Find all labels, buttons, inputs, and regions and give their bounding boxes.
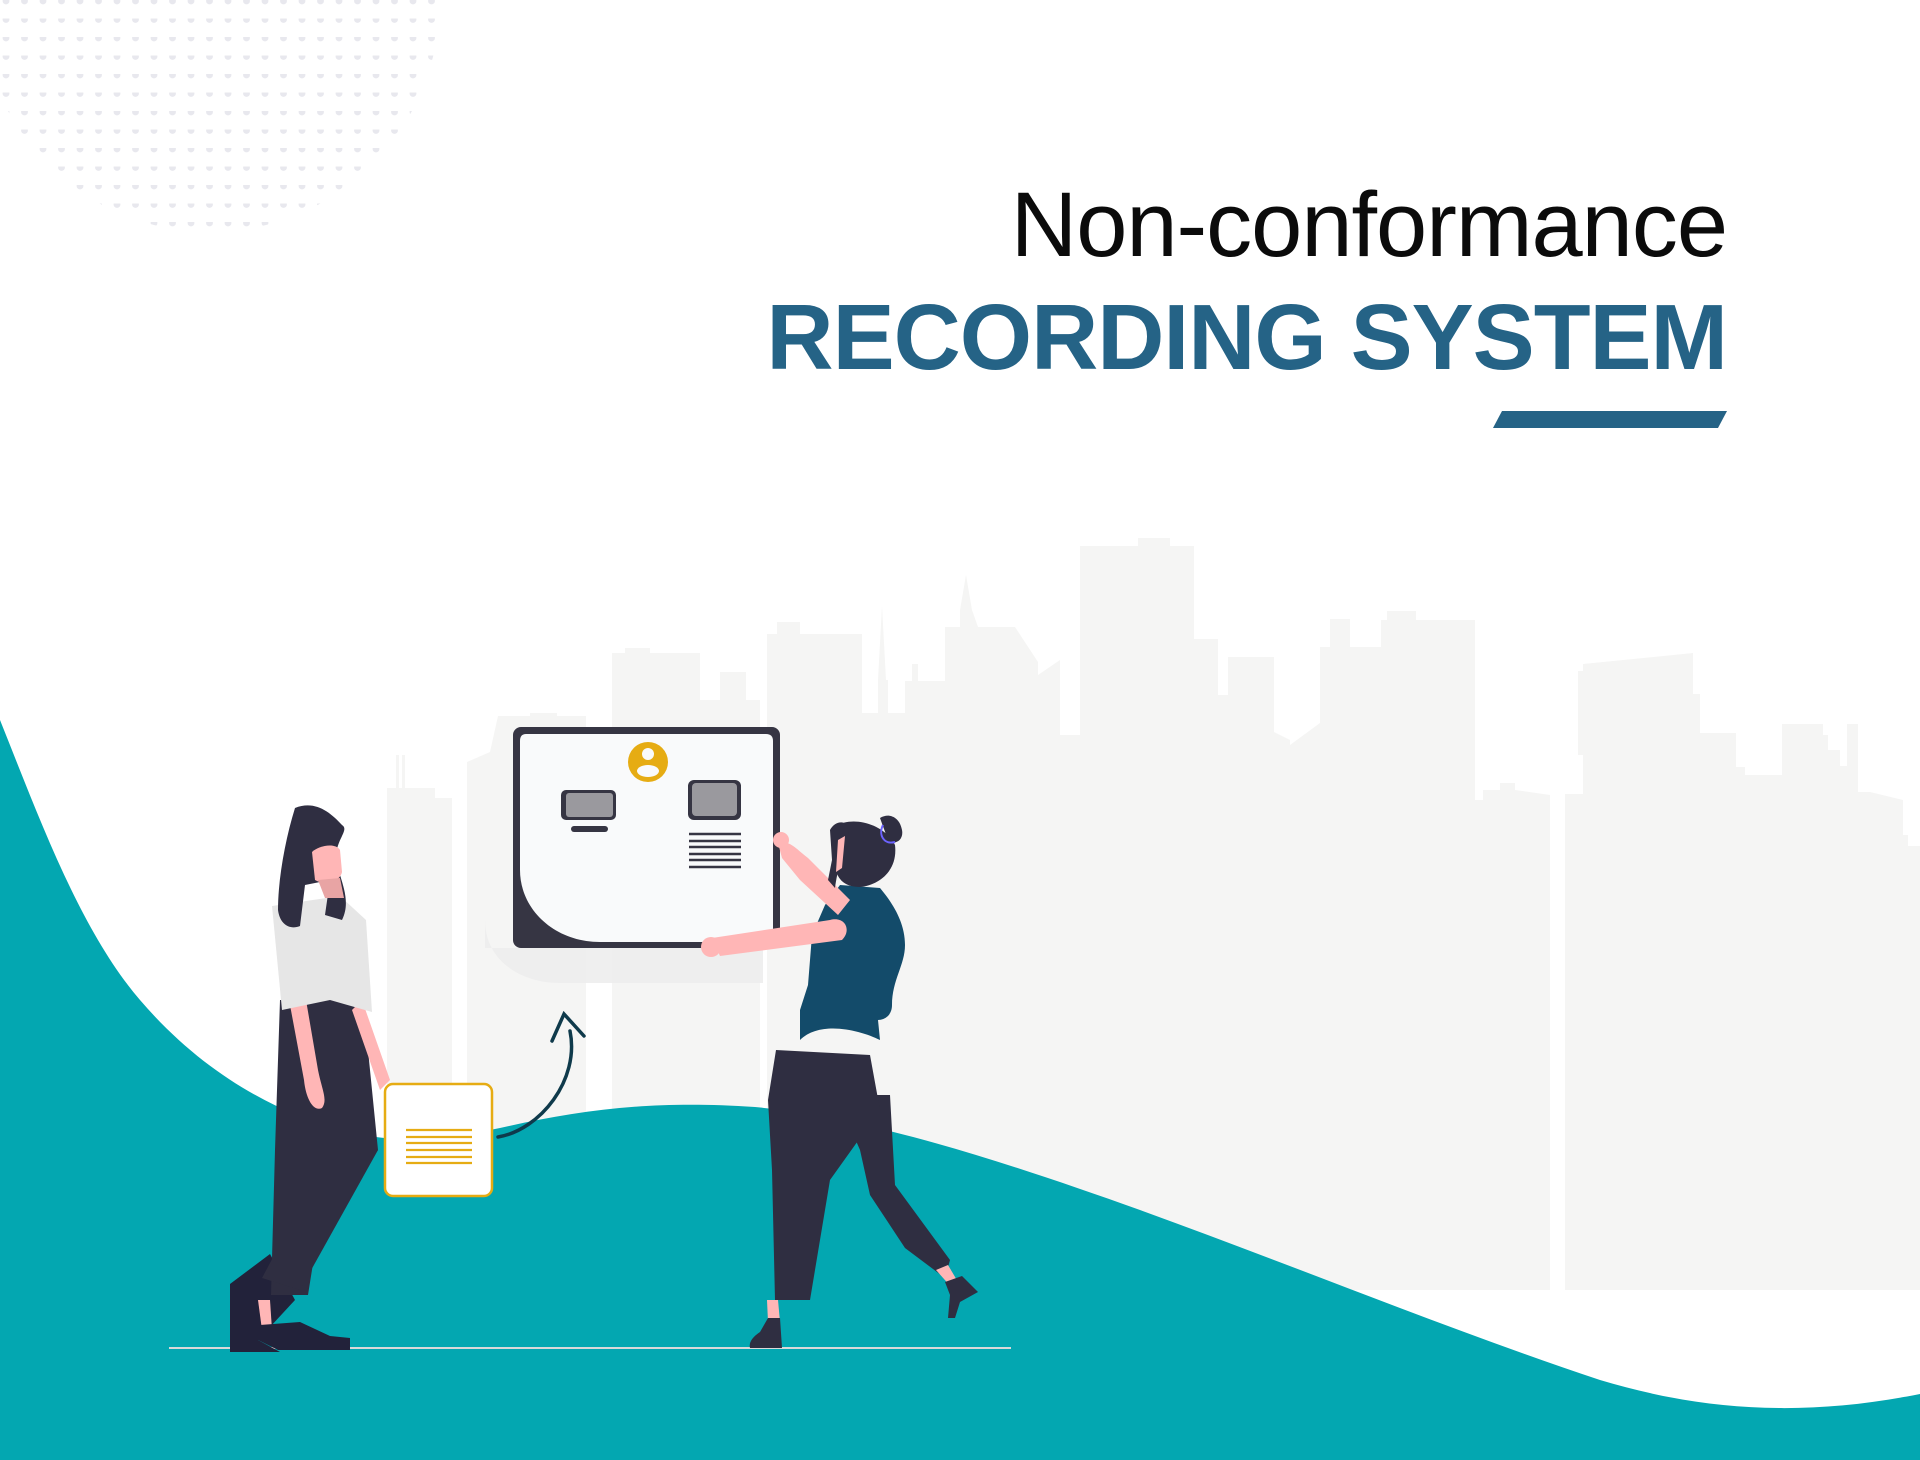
monitor-icon [561,790,616,832]
whiteboard-icon [513,727,780,948]
user-avatar-icon [628,742,668,782]
woman-holding-board [701,815,978,1348]
profile-card-icon [688,780,741,869]
teal-wave-background [0,720,1920,1460]
title-heading: Non-conformance [1010,174,1728,276]
document-icon [383,1082,494,1198]
title-subheading: RECORDING SYSTEM [766,285,1728,389]
curved-arrow-up-icon [496,1010,586,1139]
dot-pattern-decoration [0,0,440,232]
board-shadow [485,733,763,983]
woman-holding-document [230,805,390,1352]
title-underline-accent [1493,411,1727,428]
title-block: Non-conformance RECORDING SYSTEM [766,170,1728,392]
